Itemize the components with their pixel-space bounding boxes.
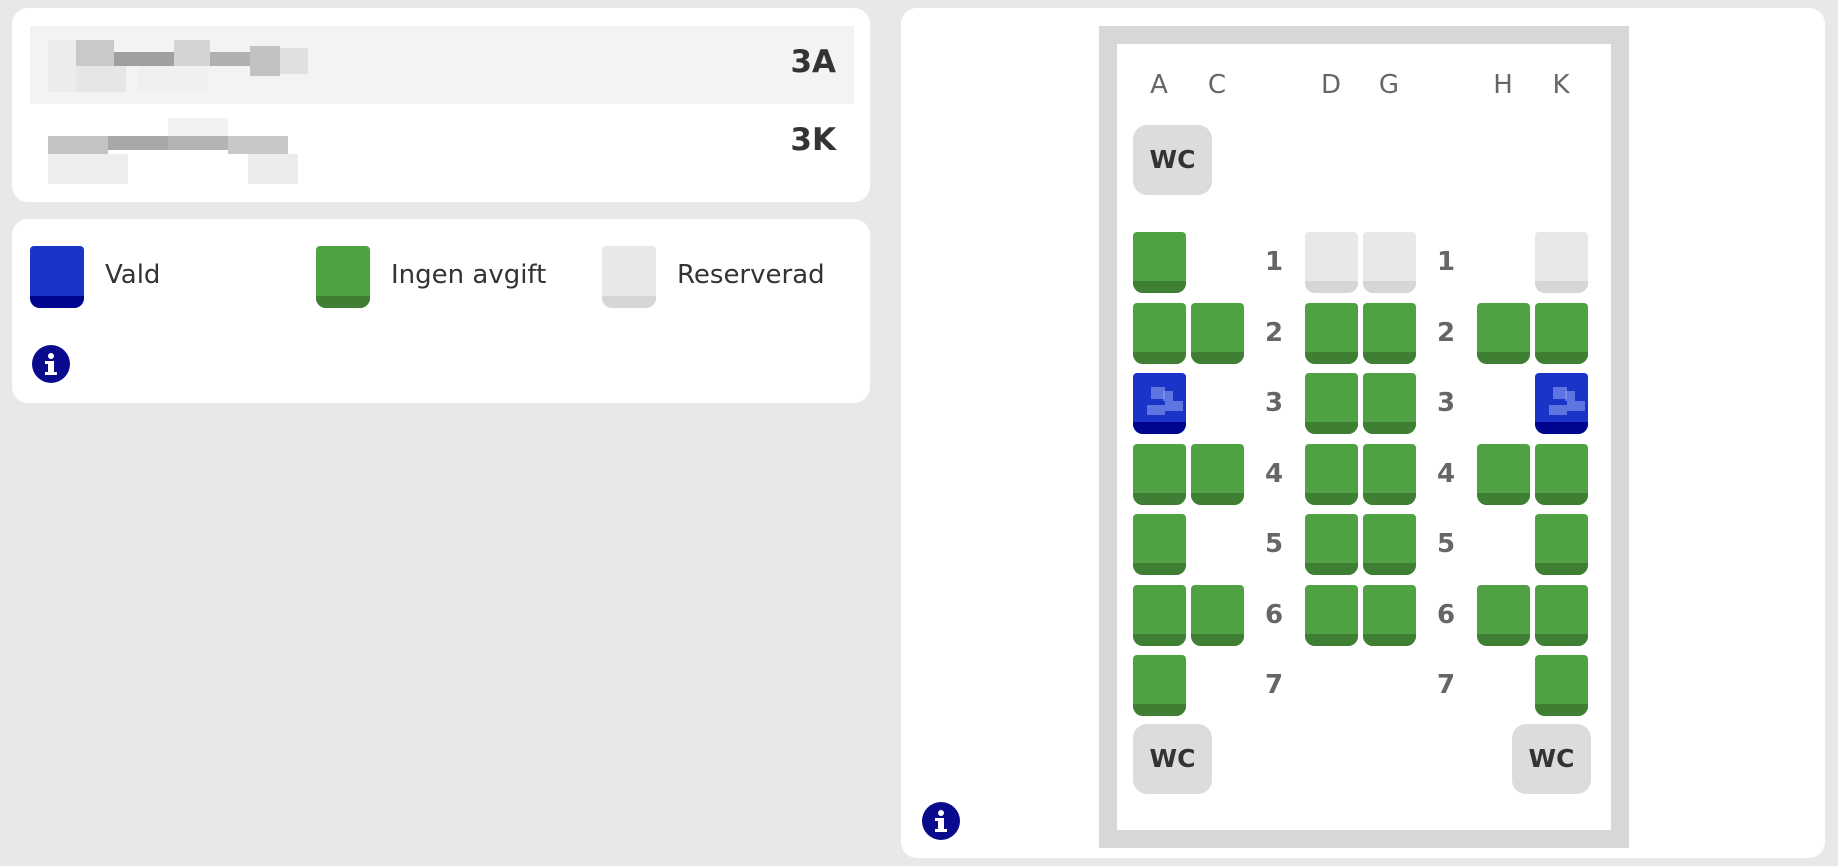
legend-swatch-reserved [602, 246, 656, 308]
column-label-C: C [1207, 70, 1227, 100]
seat-6K[interactable] [1535, 585, 1588, 646]
column-label-K: K [1552, 70, 1570, 100]
wc-front-left: WC [1133, 125, 1212, 195]
row-number-2-left: 2 [1264, 318, 1284, 348]
row-number-6-right: 6 [1436, 600, 1456, 630]
legend-label: Reserverad [677, 260, 825, 290]
seat-2G[interactable] [1363, 303, 1416, 364]
legend-swatch-free [316, 246, 370, 308]
passenger-list: 3A 3K [12, 8, 870, 202]
column-label-A: A [1150, 70, 1168, 100]
row-number-5-left: 5 [1264, 529, 1284, 559]
legend-swatch-selected [30, 246, 84, 308]
seat-7A[interactable] [1133, 655, 1186, 716]
row-number-5-right: 5 [1436, 529, 1456, 559]
seat-4K[interactable] [1535, 444, 1588, 505]
seat-4C[interactable] [1191, 444, 1244, 505]
seat-4G[interactable] [1363, 444, 1416, 505]
wc-rear-left: WC [1133, 724, 1212, 794]
seat-6H[interactable] [1477, 585, 1530, 646]
seat-map-panel: A C D G H K WC WC WC 1 1 2 2 3 3 4 4 5 5 6 6 7 7 [901, 8, 1825, 858]
column-label-D: D [1320, 70, 1342, 100]
seat-4H[interactable] [1477, 444, 1530, 505]
seat-6D[interactable] [1305, 585, 1358, 646]
passenger-row[interactable]: 3A [30, 26, 854, 104]
seat-4D[interactable] [1305, 444, 1358, 505]
seat-3K[interactable] [1535, 373, 1588, 434]
row-number-3-left: 3 [1264, 388, 1284, 418]
passenger-name-redacted [48, 40, 328, 92]
row-number-4-right: 4 [1436, 459, 1456, 489]
column-label-H: H [1493, 70, 1513, 100]
wc-rear-right: WC [1512, 724, 1591, 794]
legend-label: Ingen avgift [391, 260, 547, 290]
passenger-seat: 3A [790, 44, 836, 80]
seat-3D[interactable] [1305, 373, 1358, 434]
seat-5K[interactable] [1535, 514, 1588, 575]
passenger-name-redacted [48, 118, 328, 184]
column-label-G: G [1378, 70, 1400, 100]
row-number-7-right: 7 [1436, 670, 1456, 700]
cabin-seat-map: A C D G H K WC WC WC 1 1 2 2 3 3 4 4 5 5 6 6 7 7 [1099, 26, 1629, 848]
seat-5G[interactable] [1363, 514, 1416, 575]
seat-7K[interactable] [1535, 655, 1588, 716]
legend-label: Vald [105, 260, 161, 290]
seat-legend: Vald Ingen avgift Reserverad [12, 219, 870, 403]
seat-2C[interactable] [1191, 303, 1244, 364]
seat-2D[interactable] [1305, 303, 1358, 364]
row-number-7-left: 7 [1264, 670, 1284, 700]
row-number-3-right: 3 [1436, 388, 1456, 418]
seat-1A[interactable] [1133, 232, 1186, 293]
seat-2A[interactable] [1133, 303, 1186, 364]
seat-2K[interactable] [1535, 303, 1588, 364]
seat-1K [1535, 232, 1588, 293]
seat-4A[interactable] [1133, 444, 1186, 505]
seat-6A[interactable] [1133, 585, 1186, 646]
seat-1D [1305, 232, 1358, 293]
seat-1G [1363, 232, 1416, 293]
passenger-row[interactable]: 3K [30, 104, 854, 184]
seat-3G[interactable] [1363, 373, 1416, 434]
info-icon[interactable] [32, 345, 70, 383]
row-number-2-right: 2 [1436, 318, 1456, 348]
row-number-6-left: 6 [1264, 600, 1284, 630]
seat-6G[interactable] [1363, 585, 1416, 646]
seat-3A[interactable] [1133, 373, 1186, 434]
info-icon[interactable] [922, 802, 960, 840]
row-number-4-left: 4 [1264, 459, 1284, 489]
row-number-1-right: 1 [1436, 247, 1456, 277]
row-number-1-left: 1 [1264, 247, 1284, 277]
seat-2H[interactable] [1477, 303, 1530, 364]
seat-5A[interactable] [1133, 514, 1186, 575]
seat-5D[interactable] [1305, 514, 1358, 575]
seat-6C[interactable] [1191, 585, 1244, 646]
passenger-seat: 3K [790, 122, 836, 158]
